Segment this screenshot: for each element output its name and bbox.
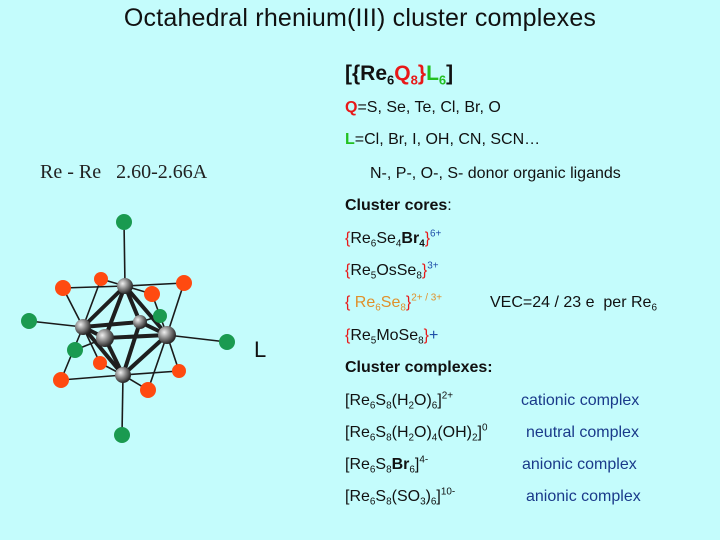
core-sub: 4 — [395, 238, 402, 250]
core-sub: 6 — [370, 238, 377, 250]
formula-re: Re — [360, 62, 388, 85]
core-sub: 4 — [419, 238, 425, 250]
l-values: =Cl, Br, I, OH, CN, SCN… — [354, 131, 541, 148]
cluster-cores-heading: Cluster cores: — [345, 197, 452, 215]
l-definition: L=Cl, Br, I, OH, CN, SCN… — [345, 131, 540, 149]
formula-q-sub: 8 — [410, 72, 418, 88]
complex-type-2: neutral complex — [526, 424, 639, 441]
core-charge: + — [428, 327, 439, 344]
cluster-cores-colon: : — [447, 197, 452, 214]
complex-type-4: anionic complex — [526, 488, 641, 505]
cluster-core-1: {Re6Se4Br4}6+ — [345, 228, 442, 250]
vec-text: VEC=24 / 23 e per Re — [490, 294, 652, 311]
formula-close-bracket: ] — [446, 62, 454, 85]
complex-formula-2: [Re6S8(H2O)4(OH)2]0 — [345, 422, 488, 444]
formula-open-bracket: [{ — [345, 62, 361, 85]
formula-l: L — [426, 62, 439, 85]
formula-l-sub: 6 — [438, 72, 447, 88]
cluster-core-4: {Re5MoSe8}+ — [345, 327, 439, 347]
complex-formula-4: [Re6S8(SO3)6]10- — [345, 486, 456, 508]
core-charge: 2+ / 3+ — [411, 292, 443, 304]
cluster-cores-label: Cluster cores — [345, 197, 448, 214]
core-text: Re — [354, 294, 376, 311]
complex-formula-1: [Re6S8(H2O)6]2+ — [345, 390, 454, 412]
l-symbol: L — [345, 131, 355, 148]
core-sub: 5 — [370, 335, 377, 347]
ligand-atoms — [21, 214, 235, 443]
q-values: =S, Se, Te, Cl, Br, O — [357, 99, 501, 116]
donor-ligands: N-, P-, O-, S- donor organic ligands — [370, 165, 621, 182]
formula-close-brace: } — [417, 62, 427, 85]
complex-formula-3: [Re6S8Br6]4- — [345, 454, 429, 476]
core-sub: 8 — [418, 335, 424, 347]
thin-bonds — [28, 221, 228, 436]
formula-q: Q — [394, 62, 411, 85]
general-formula: [{Re6Q8}L6] — [345, 62, 454, 88]
core-sub: 6 — [375, 302, 381, 314]
complex-type-3: anionic complex — [522, 456, 637, 473]
slide-title: Octahedral rhenium(III) cluster complexe… — [123, 4, 597, 32]
rhenium-atoms — [75, 278, 176, 383]
core-text: OsSe — [376, 262, 417, 279]
q-symbol: Q — [345, 99, 358, 116]
cluster-complexes-heading: Cluster complexes: — [345, 359, 493, 376]
cluster-core-3: { Re6Se8}2+ / 3+ — [345, 292, 443, 314]
chalcogen-atoms — [53, 272, 192, 398]
core-text: Re — [350, 230, 371, 247]
core-text: Re — [350, 327, 371, 344]
cluster-core-2: {Re5OsSe8}3+ — [345, 260, 439, 282]
core-text: Se — [380, 294, 401, 311]
vec-sub: 6 — [651, 302, 657, 314]
core-text: Se — [376, 230, 396, 247]
core-text: Re — [350, 262, 371, 279]
ligand-label: L — [254, 337, 267, 362]
core-sub: 8 — [416, 270, 422, 282]
q-definition: Q=S, Se, Te, Cl, Br, O — [345, 99, 501, 117]
vec-note: VEC=24 / 23 e per Re6 — [490, 294, 657, 314]
core-charge: 3+ — [427, 260, 439, 272]
core-text: MoSe — [376, 327, 419, 344]
formula-re-sub: 6 — [387, 72, 395, 88]
core-sub: 8 — [400, 302, 406, 314]
bond-length: Re - Re 2.60-2.66A — [40, 161, 208, 183]
complex-type-1: cationic complex — [521, 392, 640, 409]
core-charge: 6+ — [430, 228, 442, 240]
core-sub: 5 — [370, 270, 377, 282]
cluster-structure-diagram — [21, 214, 235, 443]
core-text: Br — [401, 230, 420, 247]
